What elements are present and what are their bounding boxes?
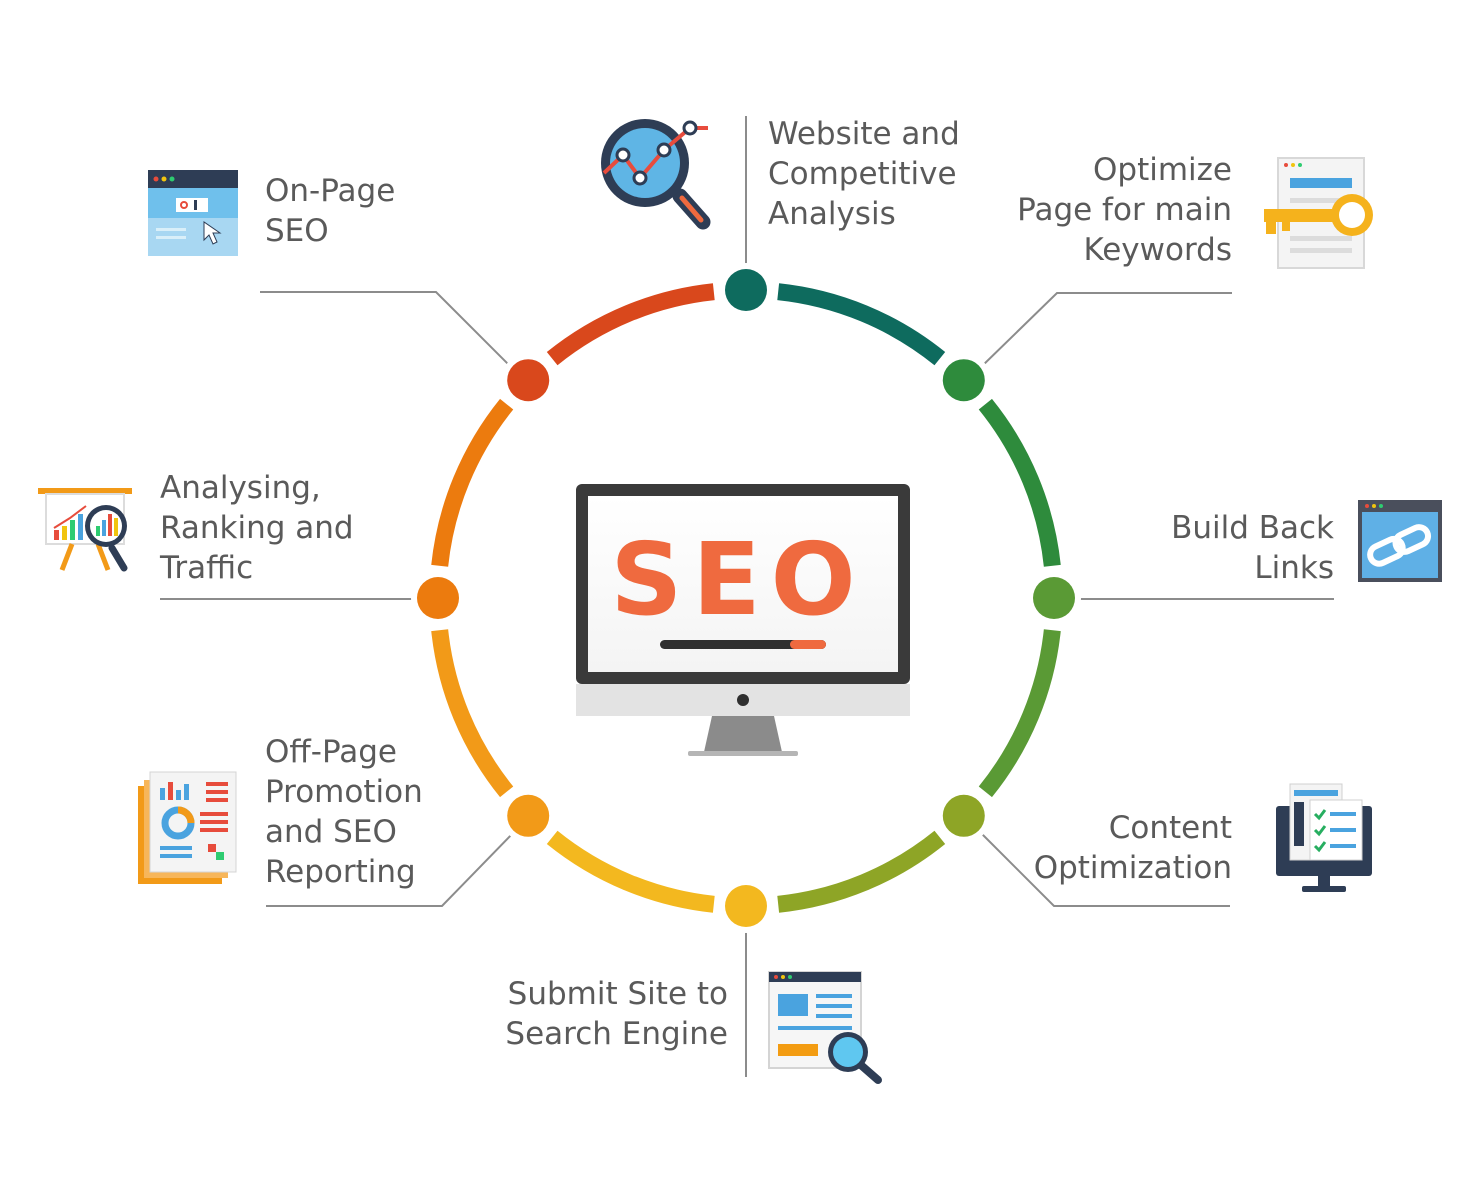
ring-node-on-page-seo	[507, 359, 550, 402]
label-line: Optimization	[1033, 850, 1232, 886]
ring-node-submit-site	[725, 885, 767, 927]
connector-optimize-keywords	[979, 292, 1232, 369]
ring-node-content-optimization	[942, 794, 985, 837]
label-line: Page for main	[1017, 192, 1232, 228]
ring-arc-website-analysis	[777, 283, 946, 366]
label-line: Build Back	[1171, 510, 1334, 546]
label-line: Submit Site to	[507, 976, 728, 1012]
search-document-icon	[768, 971, 882, 1084]
label-analysing-ranking: Analysing, Ranking and Traffic	[160, 468, 354, 588]
label-line: Content	[1108, 810, 1232, 846]
browser-search-icon	[148, 170, 238, 256]
label-line: Website and	[768, 116, 960, 152]
report-documents-icon	[138, 771, 237, 884]
magnifier-graph-icon	[601, 119, 711, 230]
ring-node-build-back-links	[1033, 577, 1075, 619]
ring-node-website-analysis	[725, 269, 767, 311]
label-build-back-links: Build Back Links	[1171, 508, 1334, 588]
label-line: Links	[1254, 550, 1334, 586]
label-line: Off-Page	[265, 734, 397, 770]
label-line: and SEO	[265, 814, 397, 850]
connector-lines	[160, 116, 1334, 1077]
label-line: Analysing,	[160, 470, 321, 506]
presentation-chart-icon	[38, 488, 132, 572]
label-line: Keywords	[1083, 232, 1232, 268]
label-optimize-keywords: Optimize Page for main Keywords	[1017, 150, 1232, 270]
label-on-page-seo: On-Page SEO	[265, 171, 395, 251]
connector-off-page	[266, 831, 515, 907]
monitor-base	[688, 751, 798, 756]
label-line: SEO	[265, 213, 329, 249]
monitor-checklist-icon	[1276, 783, 1372, 892]
seo-progress-fill	[790, 640, 826, 649]
label-website-analysis: Website and Competitive Analysis	[768, 114, 960, 234]
connector-on-page	[260, 291, 513, 369]
monitor-stand	[704, 716, 782, 752]
seo-progress-track	[660, 640, 826, 649]
key-document-icon	[1264, 157, 1373, 269]
label-line: Promotion	[265, 774, 423, 810]
ring-arc-submit-site	[546, 830, 715, 913]
ring-node-off-page-promotion	[507, 794, 550, 837]
ring-arc-optimize-keywords	[978, 398, 1061, 567]
ring-node-analysing-ranking	[417, 577, 459, 619]
label-submit-site: Submit Site to Search Engine	[505, 974, 728, 1054]
label-line: Analysis	[768, 196, 896, 232]
ring-node-optimize-keywords	[942, 359, 985, 402]
ring-nodes	[411, 263, 1081, 933]
monitor-camera-dot	[737, 694, 749, 706]
chain-link-window-icon	[1358, 500, 1442, 582]
connector-content-optimization	[979, 831, 1230, 907]
ring-arc-off-page-promotion	[431, 629, 514, 798]
ring-arc-build-back-links	[978, 629, 1061, 798]
ring-arc-content-optimization	[777, 830, 946, 913]
ring-arcs	[431, 283, 1061, 913]
label-off-page-promotion: Off-Page Promotion and SEO Reporting	[265, 732, 423, 892]
ring-arc-analysing-ranking	[431, 398, 514, 567]
label-line: Optimize	[1092, 152, 1232, 188]
label-content-optimization: Content Optimization	[1034, 808, 1232, 888]
ring-arc-on-page-seo	[546, 283, 715, 366]
label-line: Ranking and	[160, 510, 354, 546]
label-line: Search Engine	[505, 1016, 728, 1052]
seo-monitor-icon: SEO	[576, 484, 910, 756]
label-line: On-Page	[265, 173, 396, 209]
label-line: Competitive	[768, 156, 957, 192]
seo-title: SEO	[610, 521, 865, 638]
label-line: Traffic	[160, 550, 254, 586]
label-line: Reporting	[265, 854, 416, 890]
